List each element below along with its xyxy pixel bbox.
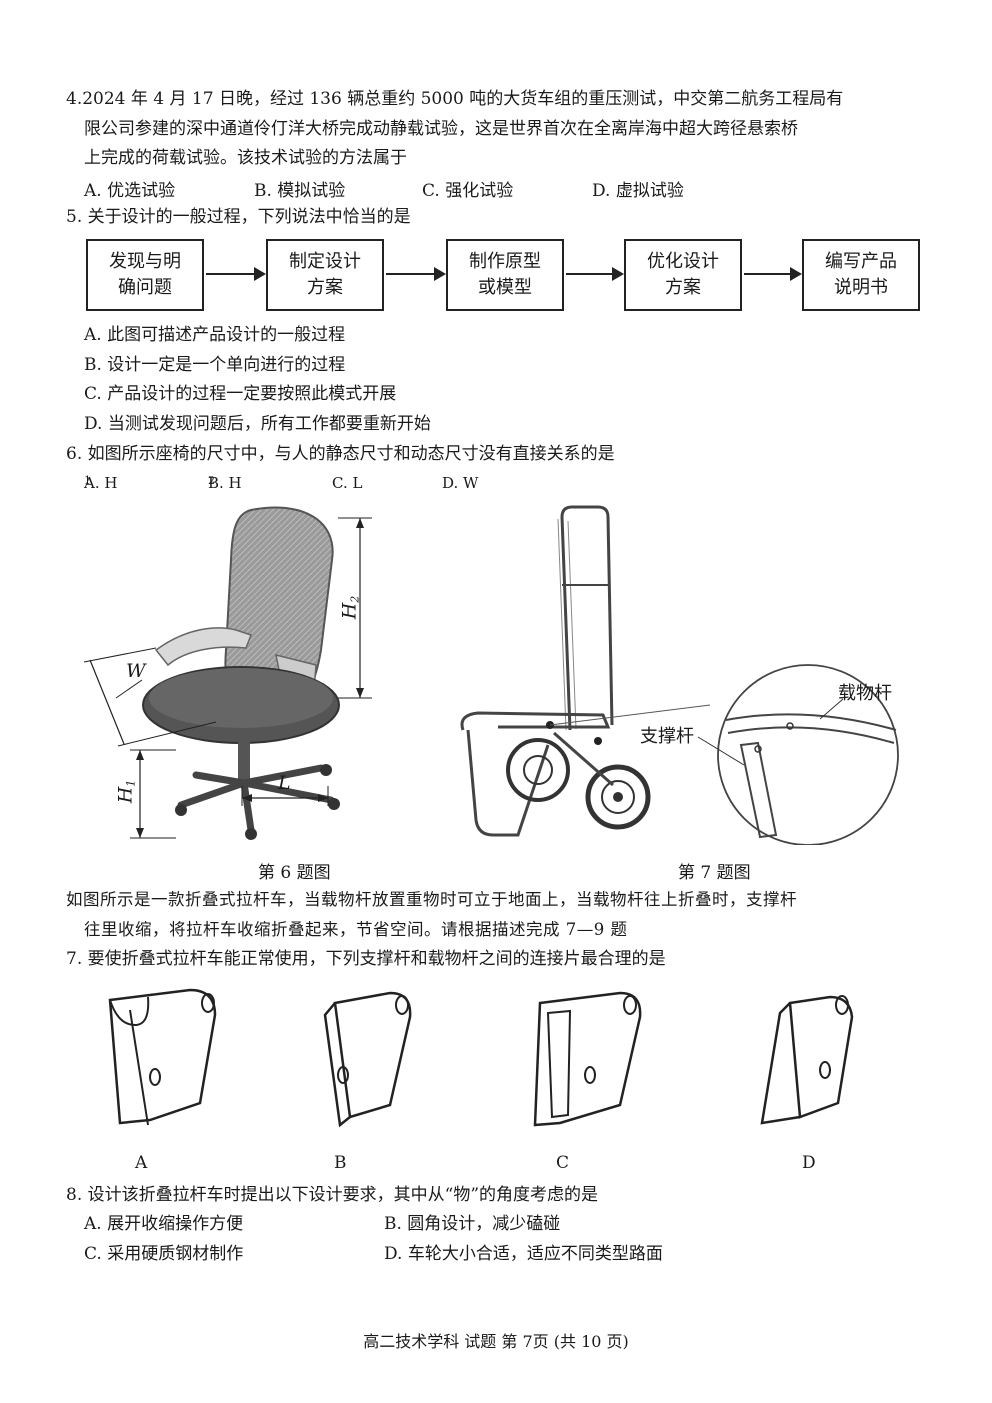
chair-armrest xyxy=(154,627,252,667)
q5-option-d: D. 当测试发现问题后，所有工作都要重新开始 xyxy=(84,414,431,434)
q7-9-intro-line2: 往里收缩，将拉杆车收缩折叠起来，节省空间。请根据描述完成 7—9 题 xyxy=(84,920,628,939)
zoom-detail xyxy=(717,664,899,845)
connector-b xyxy=(323,991,412,1128)
label-l: L xyxy=(278,772,291,794)
q5-option-c: C. 产品设计的过程一定要按照此模式开展 xyxy=(84,384,397,404)
q4-option-a: A. 优选试验 xyxy=(84,181,176,201)
label-w: W xyxy=(126,660,146,682)
flow-step-5: 编写产品说明书 xyxy=(802,239,920,311)
flow-step-4: 优化设计方案 xyxy=(624,239,742,311)
q5-flowchart: 发现与明确问题 制定设计方案 制作原型或模型 优化设计方案 编写产品说明书 xyxy=(86,239,928,315)
q7-9-intro-line1: 如图所示是一款折叠式拉杆车，当载物杆放置重物时可立于地面上，当载物杆往上折叠时，… xyxy=(66,890,797,909)
flow-arrow-1 xyxy=(206,267,266,281)
q7-fig-caption: 第 7 题图 xyxy=(678,863,751,883)
label-h2: H2 xyxy=(338,595,362,620)
q7-label-b: B xyxy=(334,1153,347,1173)
flow-step-1: 发现与明确问题 xyxy=(86,239,204,311)
flow-arrow-2 xyxy=(386,267,446,281)
connector-d xyxy=(760,995,854,1125)
q7-stem: 7. 要使折叠式拉杆车能正常使用，下列支撑杆和载物杆之间的连接片最合理的是 xyxy=(66,949,666,969)
q7-label-d: D xyxy=(802,1153,816,1173)
label-h1: H1 xyxy=(114,779,138,804)
q6-chair-figure xyxy=(83,506,372,840)
q6-option-c: C. L xyxy=(332,474,363,492)
q6-option-d: D. W xyxy=(442,474,479,492)
q8-option-b: B. 圆角设计，减少磕碰 xyxy=(384,1214,561,1234)
flow-step-2: 制定设计方案 xyxy=(266,239,384,311)
q4-stem-line3: 上完成的荷载试验。该技术试验的方法属于 xyxy=(84,148,407,168)
flow-arrow-3 xyxy=(566,267,624,281)
q8-stem: 8. 设计该折叠拉杆车时提出以下设计要求，其中从“物”的角度考虑的是 xyxy=(66,1185,599,1205)
q7-label-a: A xyxy=(135,1153,148,1173)
q4-stem-line2: 限公司参建的深中通道伶仃洋大桥完成动静载试验，这是世界首次在全离岸海中超大跨径悬… xyxy=(84,119,798,139)
q8-option-c: C. 采用硬质钢材制作 xyxy=(84,1244,244,1264)
q6-fig-caption: 第 6 题图 xyxy=(258,863,331,883)
q6-stem: 6. 如图所示座椅的尺寸中，与人的静态尺寸和动态尺寸没有直接关系的是 xyxy=(66,444,615,464)
q4-stem-line1: 4.2024 年 4 月 17 日晚，经过 136 辆总重约 5000 吨的大货… xyxy=(66,89,844,109)
q7-cart-figure xyxy=(460,505,899,845)
q5-option-b: B. 设计一定是一个单向进行的过程 xyxy=(84,355,346,375)
connector-a xyxy=(108,988,217,1126)
flow-step-3: 制作原型或模型 xyxy=(446,239,564,311)
label-support-rod: 支撑杆 xyxy=(640,726,694,747)
q7-label-c: C xyxy=(556,1153,570,1173)
q4-option-c: C. 强化试验 xyxy=(422,181,514,201)
q4-option-b: B. 模拟试验 xyxy=(254,181,346,201)
chair-column xyxy=(238,738,250,783)
chair-base xyxy=(177,764,335,834)
connector-c xyxy=(533,991,642,1127)
label-load-rod: 载物杆 xyxy=(838,683,892,704)
q4-option-d: D. 虚拟试验 xyxy=(592,181,684,201)
q8-option-d: D. 车轮大小合适，适应不同类型路面 xyxy=(384,1244,663,1264)
q5-stem: 5. 关于设计的一般过程，下列说法中恰当的是 xyxy=(66,207,411,227)
flow-arrow-4 xyxy=(744,267,802,281)
q8-option-a: A. 展开收缩操作方便 xyxy=(84,1214,244,1234)
q5-option-a: A. 此图可描述产品设计的一般过程 xyxy=(84,325,346,345)
page-footer: 高二技术学科 试题 第 7页 (共 10 页) xyxy=(363,1332,629,1351)
q7-connector-options xyxy=(108,988,854,1128)
